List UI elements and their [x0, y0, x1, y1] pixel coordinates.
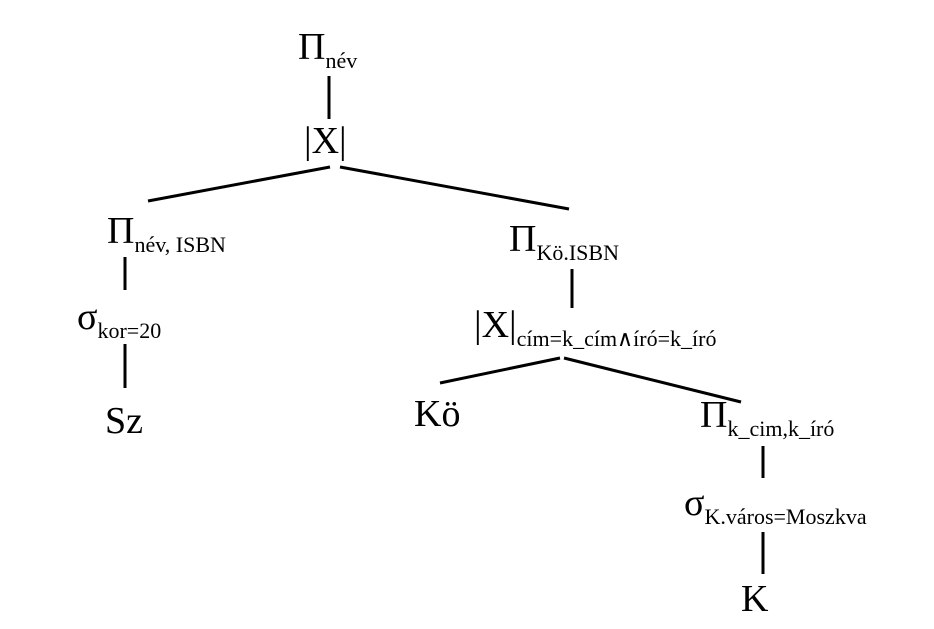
- selection-symbol: σ: [77, 296, 98, 338]
- k-projection-node: Πk_cim,k_író: [700, 394, 834, 440]
- left-selection-node: σkor=20: [77, 296, 161, 342]
- join-symbol: |X|: [304, 120, 347, 162]
- projection-symbol: Π: [700, 394, 728, 436]
- k-selection-node: σK.város=Moszkva: [684, 482, 867, 528]
- edge-right-join-to-k-projection: [563, 356, 742, 404]
- edge-root-join-to-left-projection: [147, 165, 331, 203]
- join-condition: cím=k_cím∧író=k_író: [516, 326, 717, 351]
- projection-subscript: név: [325, 48, 358, 73]
- join-symbol: |X|: [474, 304, 517, 346]
- projection-symbol: Π: [509, 218, 537, 260]
- left-projection-node: Πnév, ISBN: [107, 210, 226, 256]
- selection-symbol: σ: [684, 482, 705, 524]
- projection-subscript: név, ISBN: [134, 232, 226, 257]
- k-relation-node: K: [741, 580, 768, 618]
- edge-root-join-to-right-projection: [339, 165, 570, 211]
- relation-label: Sz: [105, 400, 143, 442]
- right-join-node: |X|cím=k_cím∧író=k_író: [474, 304, 716, 350]
- left-relation-node: Sz: [105, 402, 143, 440]
- ko-relation-node: Kö: [414, 395, 460, 433]
- projection-subscript: k_cim,k_író: [727, 416, 835, 441]
- relation-label: K: [741, 578, 769, 620]
- selection-subscript: kor=20: [97, 318, 162, 343]
- root-join-node: |X|: [304, 122, 347, 160]
- right-projection-node: ΠKö.ISBN: [509, 218, 619, 264]
- selection-subscript: K.város=Moszkva: [704, 504, 867, 529]
- root-projection-node: Πnév: [298, 26, 357, 72]
- relation-label: Kö: [414, 393, 461, 435]
- projection-symbol: Π: [107, 210, 135, 252]
- projection-symbol: Π: [298, 26, 326, 68]
- edge-right-join-to-ko-relation: [439, 356, 561, 385]
- projection-subscript: Kö.ISBN: [536, 240, 619, 265]
